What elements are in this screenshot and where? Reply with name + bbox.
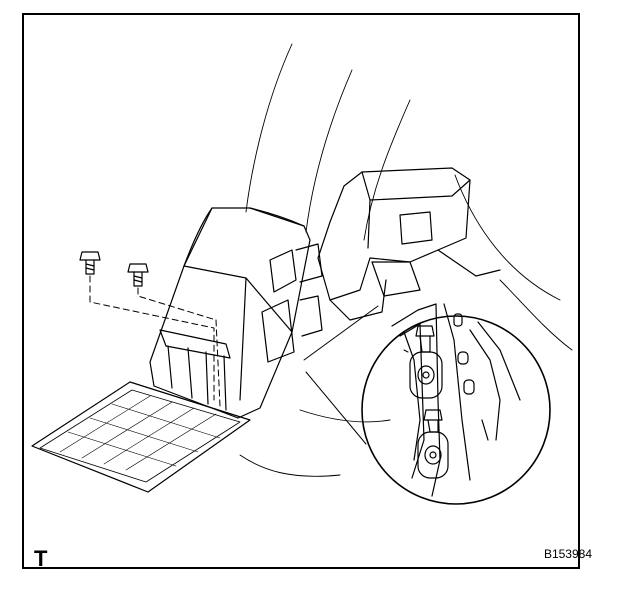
install-guide-lines <box>89 275 221 407</box>
bolt-left <box>79 251 101 275</box>
rear-console-frame <box>317 167 501 321</box>
detail-callout-lines <box>303 305 379 445</box>
console-box-assembly <box>149 207 323 419</box>
diagram-frame <box>22 13 580 569</box>
view-marker: T <box>34 546 48 571</box>
floor-panel <box>31 381 251 493</box>
mounting-bracket-detail <box>361 303 551 505</box>
bolt-right <box>127 263 149 287</box>
seat-outline <box>239 43 573 477</box>
illustration-code: B153984 <box>543 547 592 561</box>
